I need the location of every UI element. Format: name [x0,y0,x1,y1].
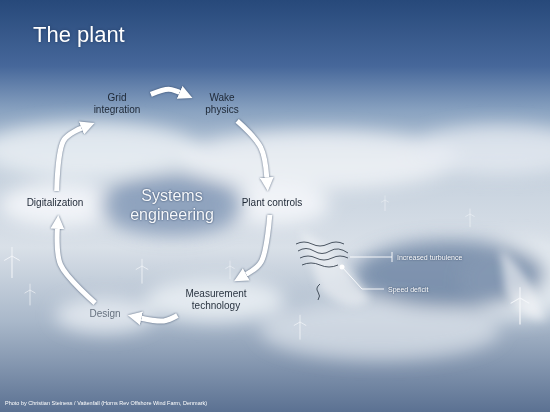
step-label: Digitalization [27,197,84,209]
turbines [4,196,529,340]
leader-dot [340,265,345,270]
cycle-step: Grid integration [87,90,147,118]
cycle-arrow [57,128,82,191]
cycle-arrow [237,121,267,177]
slide-title: The plant [33,22,125,48]
step-label: Plant controls [242,197,303,209]
callout-label: Increased turbulence [397,253,462,262]
cloud-layer [0,122,550,360]
photo-credit: Photo by Christian Steiness / Vattenfall… [5,400,207,407]
step-label: Grid integration [90,92,144,116]
step-label: Measurement technology [179,288,253,312]
step-label: Design [89,308,120,320]
leader-lines [342,252,392,289]
wake-sketch [296,242,348,300]
wake-plumes [300,230,545,320]
cycle-arrow [151,89,180,94]
cycle-arrow [141,315,177,321]
step-label: Wake physics [200,92,244,116]
cycle-step: Measurement technology [176,286,256,314]
cycle-step: Design [86,306,123,322]
cycle-step: Digitalization [24,195,87,211]
callout-label: Speed deficit [388,285,428,294]
cycle-step: Plant controls [239,195,306,211]
center-heading: Systems engineering [116,186,228,224]
cycle-arrow [57,229,95,303]
cycle-step: Wake physics [197,90,247,118]
cycle-arrow [246,215,270,274]
